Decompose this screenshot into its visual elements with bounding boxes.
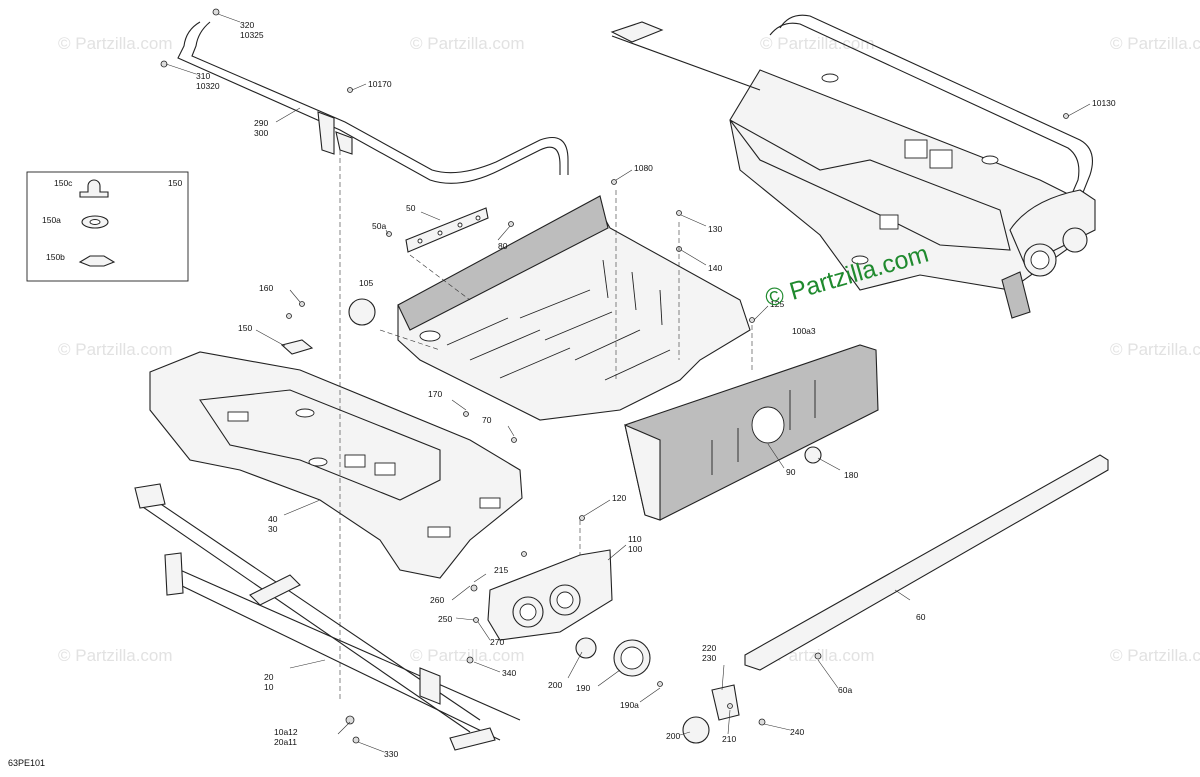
cross-beam-60	[711, 454, 1109, 721]
callout-105[interactable]: 105	[359, 278, 374, 288]
watermark: © Partzilla.com	[58, 646, 173, 665]
callout-220[interactable]: 220 230	[702, 643, 717, 663]
inset-title: 150	[168, 178, 183, 188]
clamp-150c	[79, 179, 109, 198]
callout-60[interactable]: 60	[916, 612, 926, 622]
callout-340[interactable]: 340	[502, 668, 517, 678]
callout-140[interactable]: 140	[708, 263, 723, 273]
callout-200-cap[interactable]: 200	[666, 731, 681, 741]
washer-150a	[81, 215, 109, 229]
callout-110[interactable]: 110 100	[628, 534, 643, 554]
light-housing-110	[487, 549, 710, 744]
cargo-box-lower	[149, 298, 523, 579]
callout-260[interactable]: 260	[430, 595, 445, 605]
tailgate-panel	[624, 344, 879, 521]
callout-10130[interactable]: 10130	[1092, 98, 1116, 108]
callout-180[interactable]: 180	[844, 470, 859, 480]
watermark: © Partzilla.com	[58, 34, 173, 53]
callout-1080[interactable]: 1080	[634, 163, 653, 173]
cargo-box-upper	[610, 14, 1096, 319]
callout-210[interactable]: 210	[722, 734, 737, 744]
callout-320[interactable]: 320 10325	[240, 20, 264, 40]
callout-10a12[interactable]: 10a12 20a11	[274, 727, 298, 747]
callout-200-light[interactable]: 200	[548, 680, 563, 690]
callout-330[interactable]: 330	[384, 749, 399, 759]
callout-60a[interactable]: 60a	[838, 685, 853, 695]
inset-item: 150a	[42, 215, 61, 225]
callout-100a3[interactable]: 100a3	[792, 326, 816, 336]
callout-215[interactable]: 215	[494, 565, 509, 575]
inset-item: 150b	[46, 252, 65, 262]
callout-80[interactable]: 80	[498, 241, 508, 251]
callout-120[interactable]: 120	[612, 493, 627, 503]
clip-150b	[78, 255, 116, 267]
frame-20	[134, 483, 521, 751]
watermark: © Partzilla.com	[410, 646, 525, 665]
watermark: © Partzilla.com	[760, 34, 875, 53]
floor-panel	[397, 195, 751, 421]
callout-160[interactable]: 160	[259, 283, 274, 293]
callout-270[interactable]: 270	[490, 637, 505, 647]
callout-10170[interactable]: 10170	[368, 79, 392, 89]
callout-170[interactable]: 170	[428, 389, 443, 399]
bracket-50	[405, 207, 489, 253]
callout-70[interactable]: 70	[482, 415, 492, 425]
watermark: © Partzilla.com	[1110, 340, 1200, 359]
callout-20[interactable]: 20 10	[264, 672, 274, 692]
callout-290[interactable]: 290 300	[254, 118, 269, 138]
callout-190[interactable]: 190	[576, 683, 591, 693]
watermark: © Partzilla.com	[58, 340, 173, 359]
assembly-lines	[339, 150, 753, 700]
callout-50a[interactable]: 50a	[372, 221, 387, 231]
callout-150[interactable]: 150	[238, 323, 253, 333]
diagram-reference: 63PE101	[8, 758, 46, 768]
watermark: © Partzilla.com	[1110, 34, 1200, 53]
callout-250[interactable]: 250	[438, 614, 453, 624]
callout-50[interactable]: 50	[406, 203, 416, 213]
watermark: © Partzilla.com	[1110, 646, 1200, 665]
inset-kit-150	[26, 171, 189, 282]
fasteners	[160, 8, 1069, 744]
callout-310[interactable]: 310 10320	[196, 71, 220, 91]
callout-240[interactable]: 240	[790, 727, 805, 737]
inset-item: 150c	[54, 178, 73, 188]
callout-130[interactable]: 130	[708, 224, 723, 234]
callout-125[interactable]: 125	[770, 299, 785, 309]
leader-lines	[165, 13, 1091, 753]
watermark: © Partzilla.com	[410, 34, 525, 53]
callout-190a[interactable]: 190a	[620, 700, 639, 710]
callout-90[interactable]: 90	[786, 467, 796, 477]
callout-40[interactable]: 40 30	[268, 514, 278, 534]
grab-bar-290	[177, 21, 569, 184]
